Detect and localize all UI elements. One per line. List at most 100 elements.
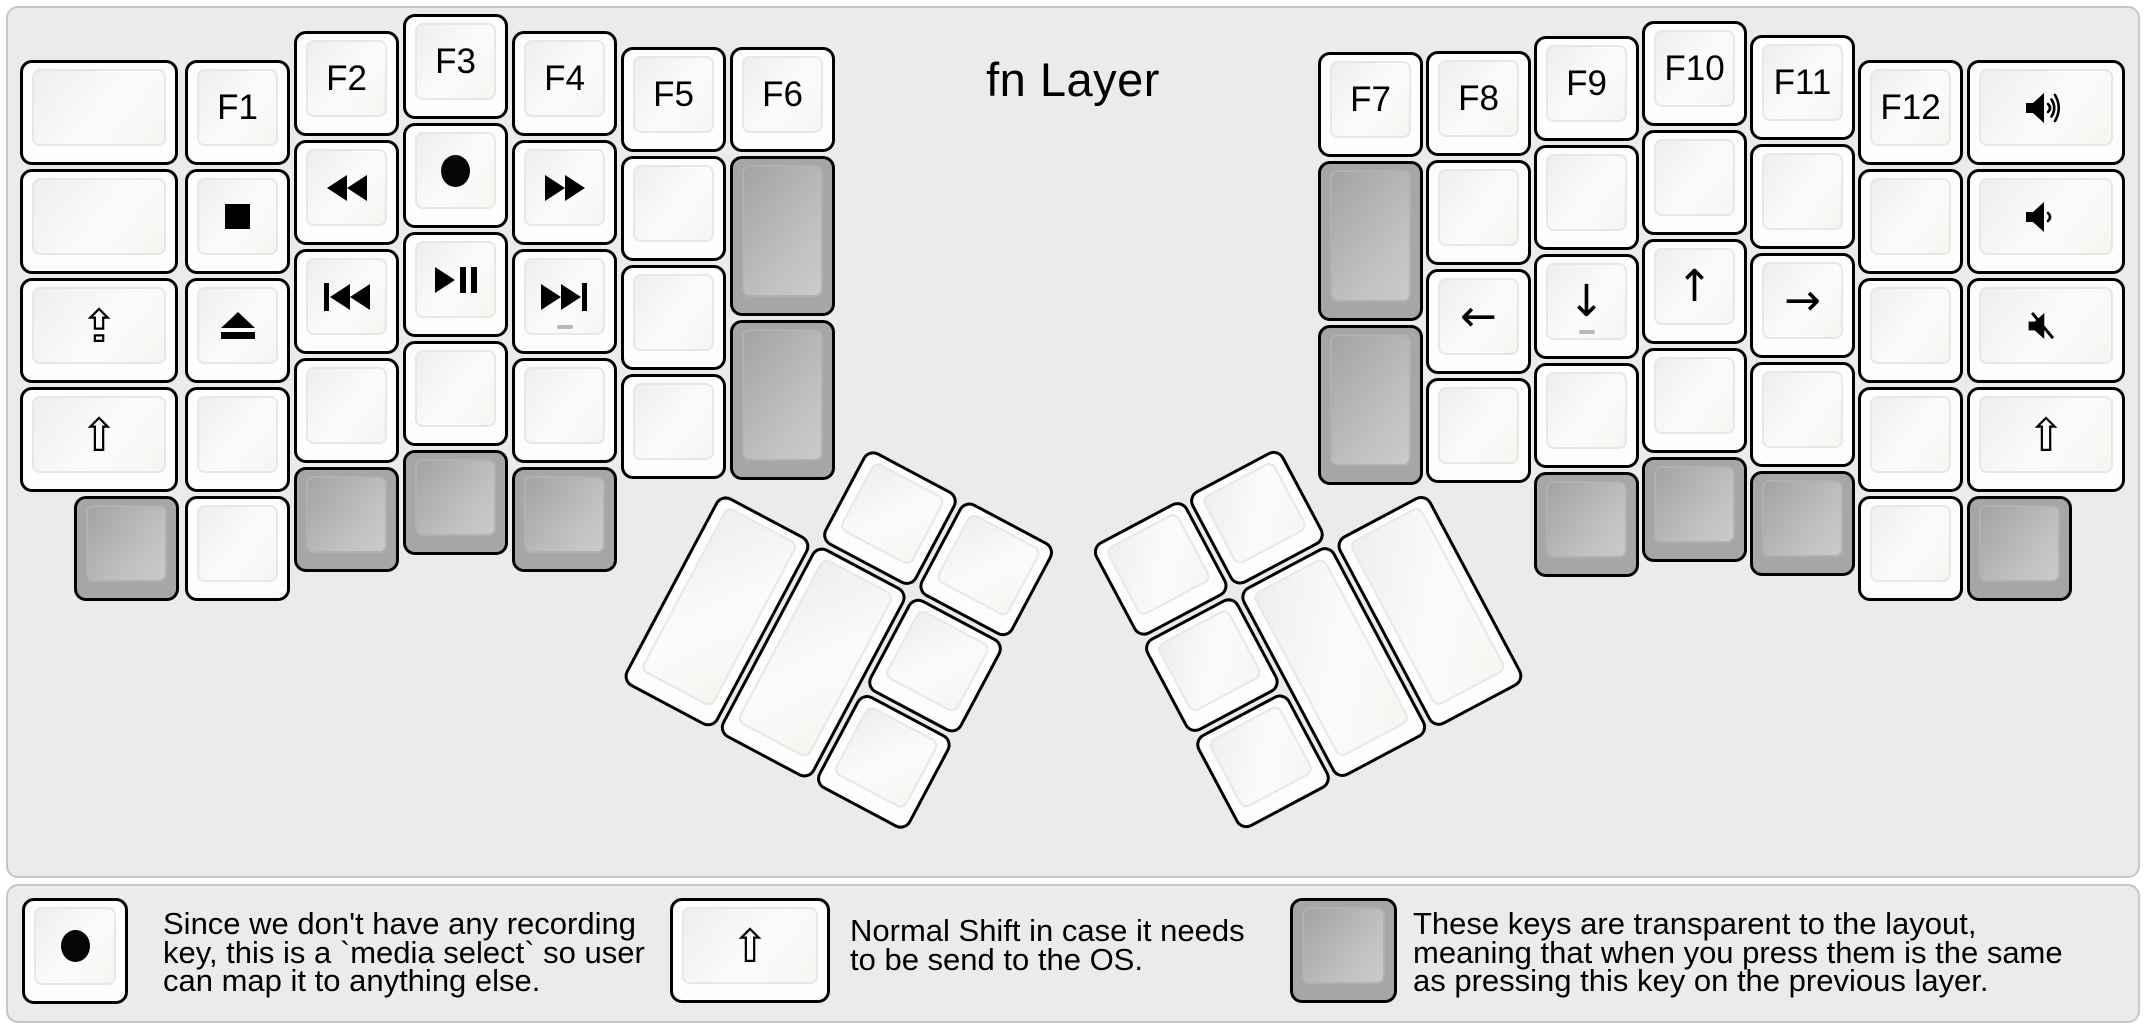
key-left-arrow[interactable]: ← (1426, 269, 1531, 374)
keytop (1546, 372, 1627, 449)
keytop: F3 (415, 23, 496, 100)
keytop: ↑ (1654, 248, 1735, 325)
key-blank[interactable] (1858, 496, 1963, 601)
key-transparent[interactable] (1534, 472, 1639, 577)
key-blank[interactable] (20, 169, 178, 274)
keytop (883, 608, 992, 715)
key-blank[interactable] (512, 358, 617, 463)
key-f2[interactable]: F2 (294, 31, 399, 136)
key-rewind[interactable] (294, 140, 399, 245)
key-transparent[interactable] (294, 467, 399, 572)
key-down-arrow[interactable]: ↓ (1534, 254, 1639, 359)
key-blank[interactable] (1426, 160, 1531, 265)
key-f10[interactable]: F10 (1642, 21, 1747, 126)
key-transparent[interactable] (1750, 471, 1855, 576)
key-shift-right[interactable]: ⇧ (1967, 387, 2125, 492)
key-blank[interactable] (1642, 130, 1747, 235)
key-blank[interactable] (621, 156, 726, 261)
legend-media-select-key (22, 898, 128, 1004)
key-blank[interactable] (621, 265, 726, 370)
key-transparent[interactable] (512, 467, 617, 572)
key-blank[interactable] (1750, 362, 1855, 467)
key-shift-left[interactable]: ⇧ (20, 387, 178, 492)
key-f11[interactable]: F11 (1750, 35, 1855, 140)
key-blank[interactable] (1858, 387, 1963, 492)
key-f4[interactable]: F4 (512, 31, 617, 136)
key-prev-track[interactable] (294, 249, 399, 354)
keytop (34, 907, 116, 985)
key-record[interactable] (403, 123, 508, 228)
volume-down-icon (2026, 201, 2052, 232)
key-f12[interactable]: F12 (1858, 60, 1963, 165)
key-blank[interactable] (185, 387, 290, 492)
key-caps-lock[interactable]: ⇪ (20, 278, 178, 383)
homing-bar (1578, 330, 1595, 334)
key-fast-forward[interactable] (512, 140, 617, 245)
key-blank[interactable] (621, 374, 726, 479)
play-pause-icon (434, 266, 477, 293)
key-blank[interactable] (20, 60, 178, 165)
key-blank[interactable] (1642, 348, 1747, 453)
record-icon (441, 154, 470, 187)
key-blank[interactable] (294, 358, 399, 463)
keytop (415, 241, 496, 318)
key-transparent[interactable] (74, 496, 179, 601)
key-transparent[interactable] (1967, 496, 2072, 601)
legend-line: to be send to the OS. (850, 941, 1143, 977)
key-transparent[interactable] (1642, 457, 1747, 562)
key-volume-down[interactable] (1967, 169, 2125, 274)
key-label: F6 (762, 74, 803, 114)
keytop (306, 149, 387, 226)
legend-line: These keys are transparent to the layout… (1413, 906, 1977, 941)
keytop (524, 149, 605, 226)
key-f8[interactable]: F8 (1426, 51, 1531, 156)
key-f9[interactable]: F9 (1534, 36, 1639, 141)
key-eject[interactable] (185, 278, 290, 383)
keytop (197, 396, 278, 473)
keytop: → (1762, 262, 1843, 339)
key-f5[interactable]: F5 (621, 47, 726, 152)
keytop: F12 (1870, 69, 1951, 146)
key-transparent[interactable] (403, 450, 508, 555)
key-play-pause[interactable] (403, 232, 508, 337)
key-transparent[interactable] (1318, 161, 1423, 321)
key-transparent[interactable] (730, 156, 835, 316)
keytop (524, 258, 605, 335)
key-blank[interactable] (403, 341, 508, 446)
key-transparent[interactable] (1318, 325, 1423, 485)
key-blank[interactable] (1858, 278, 1963, 383)
key-label: F5 (653, 74, 694, 114)
key-blank[interactable] (1750, 144, 1855, 249)
key-volume-up[interactable] (1967, 60, 2125, 165)
keytop: F2 (306, 40, 387, 117)
key-f1[interactable]: F1 (185, 60, 290, 165)
key-stop[interactable] (185, 169, 290, 274)
keytop (86, 505, 167, 582)
key-f3[interactable]: F3 (403, 14, 508, 119)
key-right-arrow[interactable]: → (1750, 253, 1855, 358)
key-blank[interactable] (185, 496, 290, 601)
key-label: F11 (1773, 62, 1832, 102)
keytop: F10 (1654, 30, 1735, 107)
keytop (32, 69, 166, 146)
key-up-arrow[interactable]: ↑ (1642, 239, 1747, 344)
up-arrow-icon: ↑ (1676, 260, 1713, 312)
down-arrow-icon: ↓ (1568, 275, 1605, 327)
eject-icon (220, 312, 255, 339)
keytop (415, 459, 496, 536)
key-blank[interactable] (1858, 169, 1963, 274)
key-blank[interactable] (1534, 363, 1639, 468)
key-f6[interactable]: F6 (730, 47, 835, 152)
keytop (1438, 169, 1519, 246)
key-blank[interactable] (1426, 378, 1531, 483)
key-next-track[interactable] (512, 249, 617, 354)
keytop (524, 476, 605, 553)
key-f7[interactable]: F7 (1318, 52, 1423, 157)
key-blank[interactable] (1534, 145, 1639, 250)
key-mute[interactable] (1967, 278, 2125, 383)
key-transparent[interactable] (730, 320, 835, 480)
keytop (415, 132, 496, 209)
